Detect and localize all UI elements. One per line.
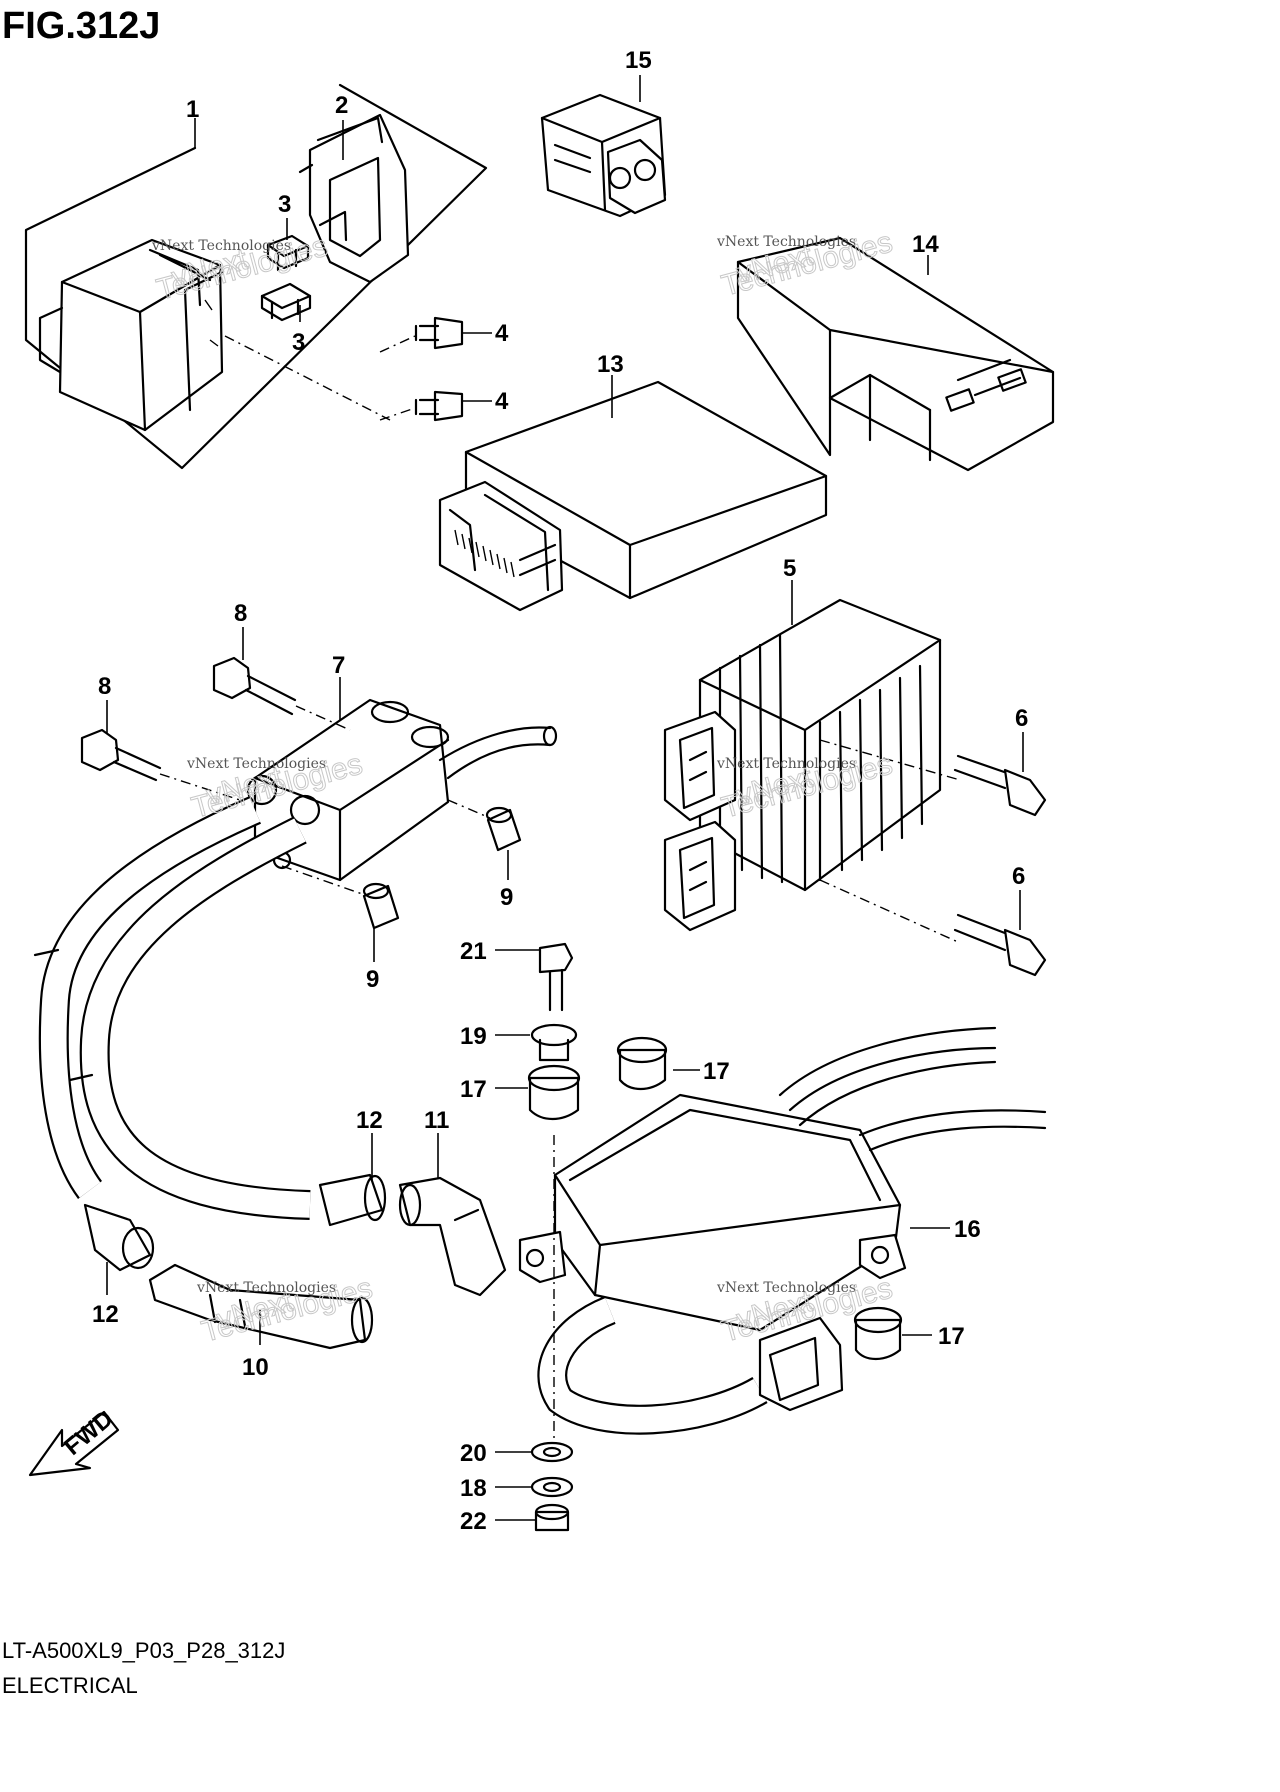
callout-20: 20 [460, 1440, 487, 1467]
part-11-elbow-cap [398, 1176, 507, 1297]
watermark-group: vNext Technologies vNext Technologies vN… [151, 225, 896, 1349]
watermark-text-5: vNext Technologies [196, 1280, 336, 1296]
part-8-bolts [80, 656, 351, 801]
callout-labels: 1 2 3 3 4 4 15 14 13 5 6 6 7 8 8 9 9 10 … [92, 47, 1028, 1535]
callout-15: 15 [625, 47, 652, 74]
callout-3-upper: 3 [278, 191, 291, 218]
callout-8-upper: 8 [234, 600, 247, 627]
callout-13: 13 [597, 351, 624, 378]
callout-8-lower: 8 [98, 673, 111, 700]
part-13-ecm [438, 380, 828, 612]
part-7-ignition-coil [246, 698, 558, 882]
callout-3-lower: 3 [292, 329, 305, 356]
watermark-text-2: vNext Technologies [716, 234, 856, 250]
part-10-plug-cap [148, 1263, 374, 1350]
figure-title: FIG.312J [2, 5, 160, 47]
callout-16: 16 [954, 1216, 981, 1243]
watermark-text-3: vNext Technologies [186, 756, 326, 772]
callout-6-lower: 6 [1012, 863, 1025, 890]
section-name: ELECTRICAL [2, 1673, 138, 1698]
callout-17-right: 17 [938, 1323, 965, 1350]
part-22-nut [534, 1503, 570, 1532]
part-14-cover [736, 236, 1055, 472]
part-19-collar [530, 1023, 578, 1062]
watermark-text-4: vNext Technologies [716, 756, 856, 772]
callout-12-lower: 12 [92, 1301, 119, 1328]
callout-9-right: 9 [500, 884, 513, 911]
callout-17-left: 17 [460, 1076, 487, 1103]
callout-10: 10 [242, 1354, 269, 1381]
callout-19: 19 [460, 1023, 487, 1050]
part-16-control-unit [518, 1026, 1047, 1435]
part-12-caps [83, 1173, 387, 1272]
callout-17-top: 17 [703, 1058, 730, 1085]
callout-12-upper: 12 [356, 1107, 383, 1134]
callout-5: 5 [783, 555, 796, 582]
model-code: LT-A500XL9_P03_P28_312J [2, 1638, 285, 1663]
callout-18: 18 [460, 1475, 487, 1502]
watermark-text-6: vNext Technologies [716, 1280, 856, 1296]
part-18-washer [530, 1476, 574, 1498]
callout-7: 7 [332, 652, 345, 679]
fwd-direction-arrow: FWD [28, 1405, 120, 1477]
callout-22: 22 [460, 1508, 487, 1535]
callout-1: 1 [186, 96, 199, 123]
part-9-caps [281, 799, 522, 930]
callout-9-left: 9 [366, 966, 379, 993]
callout-4-upper: 4 [495, 320, 509, 347]
callout-6-upper: 6 [1015, 705, 1028, 732]
callout-21: 21 [460, 938, 487, 965]
callout-2: 2 [335, 92, 348, 119]
leader-lines [106, 75, 1024, 1521]
part-5-regulator [663, 598, 961, 943]
callout-11: 11 [424, 1107, 449, 1134]
part-21-bolt [538, 942, 574, 1012]
part-1-relay-assembly [24, 83, 488, 470]
callout-14: 14 [912, 231, 939, 258]
watermark-text-1: vNext Technologies [151, 238, 291, 254]
part-20-washer [530, 1441, 574, 1463]
part-15-connector [540, 93, 667, 218]
plug-lead-hoses [33, 796, 311, 1220]
part-6-bolts [953, 754, 1047, 977]
callout-4-lower: 4 [495, 388, 509, 415]
part-17-grommets [527, 1036, 903, 1361]
